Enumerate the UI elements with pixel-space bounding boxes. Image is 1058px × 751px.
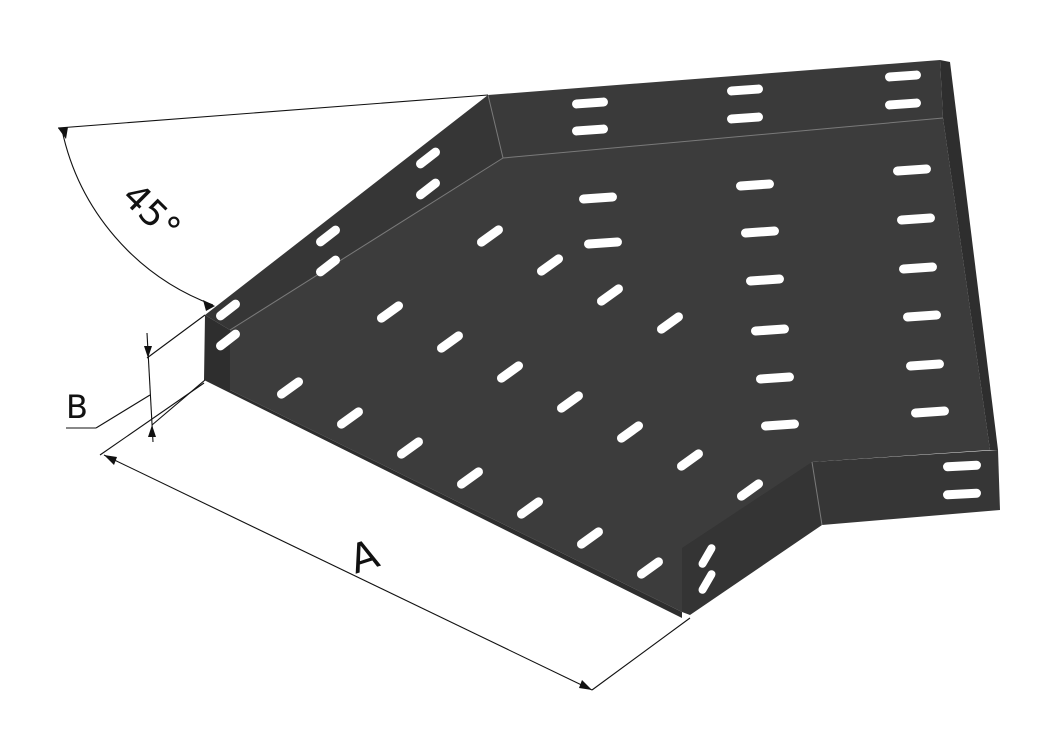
slot bbox=[597, 284, 623, 306]
slot bbox=[737, 479, 763, 501]
b-extension-line bbox=[151, 379, 206, 426]
slot bbox=[893, 164, 931, 176]
slot bbox=[911, 406, 949, 418]
slot bbox=[617, 421, 643, 443]
slot bbox=[337, 407, 363, 429]
slot bbox=[216, 299, 240, 321]
angle-arrowhead bbox=[58, 127, 68, 139]
slot bbox=[727, 112, 763, 124]
slot bbox=[416, 178, 440, 200]
slot bbox=[572, 124, 608, 136]
slot bbox=[657, 312, 683, 334]
slot bbox=[899, 262, 937, 274]
slot bbox=[943, 460, 981, 472]
slot bbox=[557, 391, 583, 413]
slot bbox=[577, 527, 603, 549]
slot bbox=[746, 274, 784, 286]
slot bbox=[906, 359, 944, 371]
b-arrowhead bbox=[144, 346, 152, 358]
width-label-a: A bbox=[344, 531, 385, 583]
slot bbox=[637, 557, 663, 579]
tray-edge-highlight bbox=[229, 157, 504, 331]
a-arrowhead bbox=[104, 455, 117, 465]
tray-edge-highlight bbox=[502, 117, 944, 159]
slot bbox=[437, 331, 463, 353]
slot bbox=[497, 361, 523, 383]
slot bbox=[751, 324, 789, 336]
slot bbox=[316, 225, 340, 247]
tray-front-end bbox=[682, 462, 822, 615]
slot bbox=[316, 255, 340, 277]
slot bbox=[897, 213, 935, 225]
slot bbox=[698, 570, 716, 594]
a-dimension-line bbox=[103, 454, 593, 691]
tray-edge-highlight bbox=[487, 94, 504, 159]
slot bbox=[457, 467, 483, 489]
a-arrowhead bbox=[579, 680, 592, 690]
slot bbox=[517, 497, 543, 519]
slot bbox=[943, 488, 981, 500]
slot bbox=[698, 544, 716, 568]
height-label-b: B bbox=[66, 388, 88, 426]
slot bbox=[885, 98, 921, 110]
slot bbox=[397, 437, 423, 459]
slot bbox=[377, 301, 403, 323]
tray-floor bbox=[215, 118, 990, 612]
perforation-slots bbox=[216, 70, 981, 594]
b-extension-line bbox=[146, 314, 206, 359]
angle-label: 45° bbox=[114, 176, 188, 250]
slot bbox=[741, 226, 779, 238]
angle-reference-line bbox=[57, 94, 489, 129]
slot bbox=[885, 70, 921, 82]
slot bbox=[579, 192, 617, 204]
slot bbox=[761, 419, 799, 431]
slot bbox=[756, 372, 794, 384]
slot bbox=[477, 225, 503, 247]
slot bbox=[727, 84, 763, 96]
angle-arrowhead bbox=[203, 300, 215, 311]
a-extension-line bbox=[99, 382, 205, 456]
a-extension-line bbox=[591, 617, 691, 691]
b-leader-line bbox=[95, 394, 151, 429]
slot bbox=[537, 254, 563, 276]
tray-right-end bbox=[940, 60, 998, 450]
slot bbox=[416, 147, 440, 169]
slot bbox=[277, 377, 303, 399]
b-arrowhead bbox=[148, 425, 156, 437]
tray-edge-highlight bbox=[811, 461, 823, 526]
slot bbox=[584, 237, 622, 249]
slot bbox=[903, 310, 941, 322]
slot bbox=[677, 449, 703, 471]
angle-arc bbox=[61, 129, 214, 306]
slot bbox=[216, 329, 240, 351]
slot bbox=[736, 179, 774, 191]
slot bbox=[572, 97, 608, 109]
